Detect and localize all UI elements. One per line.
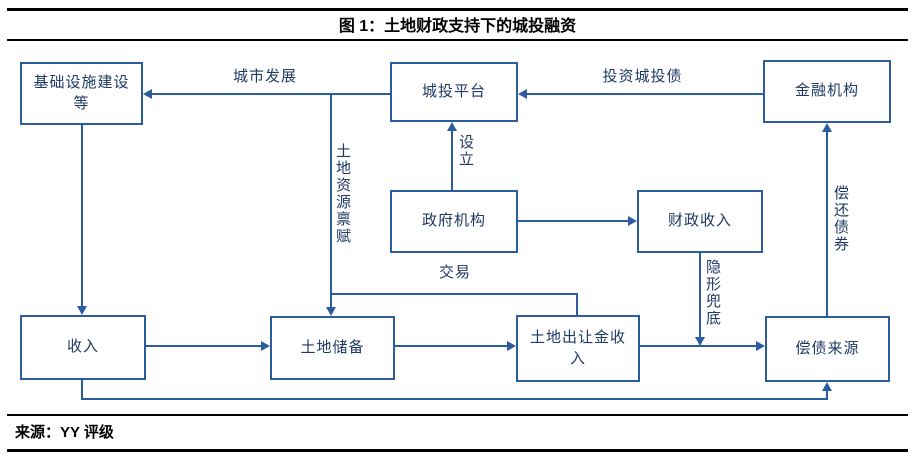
box-repayment-source: 偿债来源 bbox=[765, 316, 890, 382]
arrow-line-invest-bonds bbox=[526, 93, 763, 95]
edge-label-repay-bonds: 偿还债券 bbox=[832, 185, 848, 253]
arrow-line-repay-bonds bbox=[826, 131, 828, 316]
arrowhead-into-platform bbox=[518, 89, 527, 99]
edge-label-transaction: 交易 bbox=[438, 265, 471, 281]
arrowhead-into-repayment-bottom bbox=[822, 382, 832, 391]
top-rule bbox=[7, 8, 908, 11]
figure-title: 图 1：土地财政支持下的城投融资 bbox=[338, 18, 577, 35]
arrow-line-urban-development bbox=[150, 93, 390, 95]
box-infrastructure: 基础设施建设等 bbox=[20, 62, 143, 125]
line-transaction-drop bbox=[576, 293, 578, 315]
source-note: 来源：YY 评级 bbox=[15, 424, 114, 441]
box-land-reserve: 土地储备 bbox=[270, 316, 395, 380]
arrowhead-into-land-reserve-top bbox=[326, 307, 336, 316]
arrowhead-into-financial-bottom bbox=[822, 123, 832, 132]
arrow-line-land-endowment bbox=[330, 94, 332, 307]
arrowhead-into-infrastructure bbox=[143, 89, 152, 99]
box-land-sale-income: 土地出让金收入 bbox=[516, 315, 640, 382]
arrowhead-implicit-guarantee bbox=[695, 337, 705, 346]
bottom-rule bbox=[7, 449, 908, 452]
arrow-line-implicit-guarantee bbox=[699, 253, 701, 338]
arrow-line-income-to-reserve bbox=[146, 345, 262, 347]
arrow-line-establish bbox=[451, 130, 453, 190]
box-platform: 城投平台 bbox=[390, 62, 518, 122]
arrowhead-into-fiscal-revenue bbox=[628, 216, 637, 226]
arrowhead-into-land-reserve-left bbox=[261, 341, 270, 351]
line-bottom-return bbox=[81, 398, 828, 400]
arrowhead-into-repayment-source bbox=[756, 341, 765, 351]
footer-divider-rule bbox=[7, 414, 908, 416]
arrow-line-reserve-to-sale bbox=[395, 345, 508, 347]
header-divider-rule bbox=[7, 39, 908, 41]
box-fiscal-revenue: 财政收入 bbox=[637, 190, 763, 253]
arrowhead-into-income-top bbox=[77, 306, 87, 315]
arrow-line-sale-to-repayment bbox=[640, 345, 757, 347]
line-income-drop bbox=[81, 380, 83, 400]
arrowhead-into-land-sale-left bbox=[507, 341, 516, 351]
edge-label-land-endowment: 土地资源禀赋 bbox=[334, 143, 350, 245]
edge-label-urban-development: 城市发展 bbox=[232, 69, 297, 85]
edge-label-implicit-guarantee: 隐形兜底 bbox=[704, 259, 720, 327]
box-financial-institution: 金融机构 bbox=[763, 60, 891, 123]
edge-label-establish: 设立 bbox=[457, 134, 473, 168]
arrowhead-into-platform-bottom bbox=[447, 122, 457, 131]
arrow-line-infra-to-income bbox=[81, 125, 83, 307]
box-income: 收入 bbox=[20, 315, 146, 380]
arrow-line-gov-to-fiscal bbox=[518, 220, 629, 222]
box-government: 政府机构 bbox=[390, 190, 518, 253]
edge-label-invest-bonds: 投资城投债 bbox=[602, 69, 683, 85]
line-transaction-horizontal bbox=[330, 293, 578, 295]
line-repayment-rise bbox=[826, 390, 828, 400]
